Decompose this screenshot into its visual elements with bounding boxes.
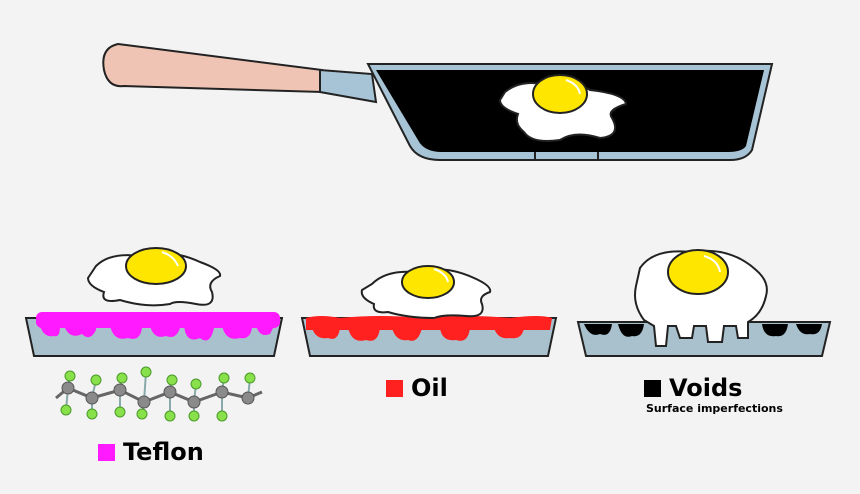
- oil-label: Oil: [411, 374, 448, 402]
- ptfe-carbon-atoms: [61, 381, 255, 409]
- void-cavities: [584, 324, 822, 337]
- oil-egg-yolk: [401, 265, 455, 299]
- oil-panel: [300, 265, 558, 357]
- legend-teflon: Teflon: [98, 438, 204, 466]
- voids-label: Voids: [669, 374, 743, 402]
- pan-handle-connector: [319, 68, 378, 104]
- voids-sublabel: Surface imperfections: [646, 402, 783, 415]
- ptfe-molecule: [55, 366, 263, 422]
- voids-panel: [576, 249, 832, 357]
- pan-handle: [102, 42, 323, 94]
- frying-pan: [102, 42, 774, 161]
- oil-layer: [306, 316, 552, 330]
- pan-egg-yolk: [532, 74, 588, 114]
- voids-swatch: [644, 379, 661, 397]
- oil-swatch: [386, 379, 403, 397]
- legend-oil: Oil: [386, 374, 448, 402]
- teflon-swatch: [98, 443, 115, 461]
- teflon-coating-layer: [36, 312, 280, 328]
- teflon-panel: [24, 247, 284, 357]
- voids-pan-base: [576, 321, 832, 357]
- ptfe-fluorine-atoms: [60, 366, 256, 422]
- oil-blobs: [312, 328, 524, 341]
- legend-voids: Voids: [644, 374, 742, 402]
- ptfe-carbon-backbone: [55, 386, 263, 404]
- teflon-label: Teflon: [123, 438, 204, 466]
- teflon-coating-blobs: [40, 326, 274, 341]
